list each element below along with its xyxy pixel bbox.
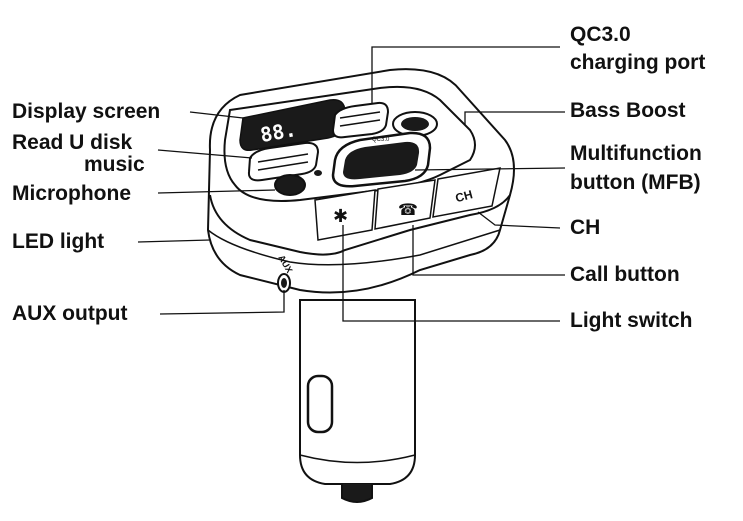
label-microphone: Microphone	[12, 182, 131, 205]
qc-marking: QC3.0	[372, 137, 390, 143]
label-read-u-disk-line1: Read U disk	[12, 131, 133, 154]
label-bass-boost: Bass Boost	[570, 99, 686, 122]
leader-lines	[137, 46, 566, 322]
mfb-button[interactable]: QC3.0	[331, 131, 432, 188]
ch-button[interactable]: CH	[432, 167, 501, 218]
label-mfb-line1: Multifunction	[570, 142, 702, 165]
leader-bass-boost	[464, 111, 565, 125]
label-ch: CH	[570, 216, 601, 239]
leader-read-u-disk	[157, 149, 253, 159]
label-qc30-line2: charging port	[570, 51, 706, 74]
leader-qc30	[371, 46, 560, 104]
call-button[interactable]: ☎	[374, 179, 436, 230]
label-aux-output: AUX output	[12, 302, 128, 325]
label-light-switch: Light switch	[570, 309, 693, 332]
label-led-light: LED light	[12, 230, 105, 253]
qc30-port	[331, 101, 390, 139]
label-mfb-line2: button (MFB)	[570, 171, 701, 194]
leader-microphone	[157, 189, 276, 194]
label-call-button: Call button	[570, 263, 680, 286]
call-icon: ☎	[398, 200, 418, 219]
u-disk-slot	[247, 141, 320, 182]
leader-aux-output	[159, 290, 285, 315]
leader-mfb	[414, 167, 566, 171]
display-screen: 88.	[239, 99, 346, 152]
label-read-u-disk-line2: music	[84, 153, 145, 176]
label-qc30-line1: QC3.0	[570, 23, 631, 46]
leader-led-light	[137, 239, 211, 243]
leader-call-button	[412, 225, 565, 276]
microphone	[274, 170, 322, 196]
label-display-screen: Display screen	[12, 100, 161, 123]
leader-ch	[477, 211, 561, 229]
leader-display-screen	[189, 111, 244, 119]
leader-light-switch	[342, 225, 560, 322]
light-switch-button[interactable]: ✱	[314, 189, 376, 241]
light-switch-icon: ✱	[333, 206, 348, 227]
ch-marking: CH	[454, 187, 474, 205]
car-plug	[299, 299, 416, 503]
